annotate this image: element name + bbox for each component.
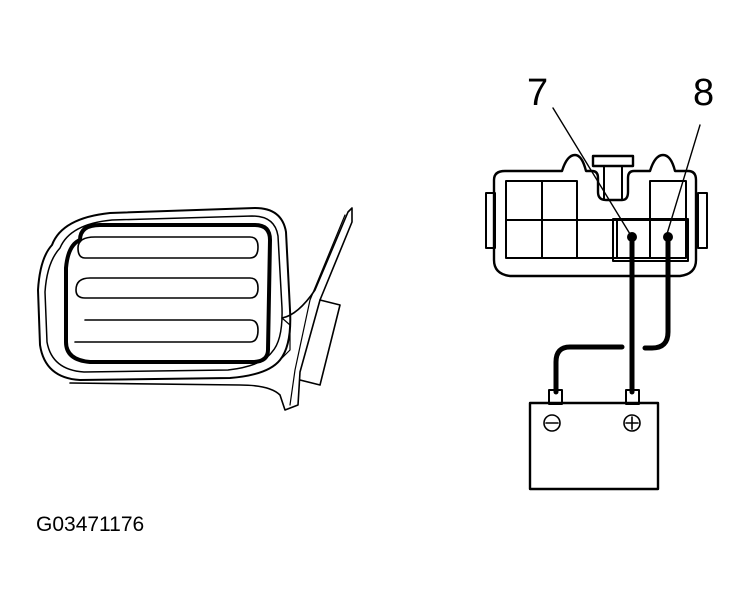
pin-8-label: 8	[693, 72, 715, 114]
battery-illustration	[528, 389, 660, 491]
pin-7-label: 7	[527, 72, 549, 114]
figure-id: G03471176	[36, 513, 145, 536]
test-leads	[553, 237, 671, 395]
connector-illustration	[485, 107, 708, 278]
positive-terminal-icon	[623, 414, 641, 432]
negative-terminal-icon	[543, 414, 561, 432]
mirror-illustration	[37, 207, 353, 411]
